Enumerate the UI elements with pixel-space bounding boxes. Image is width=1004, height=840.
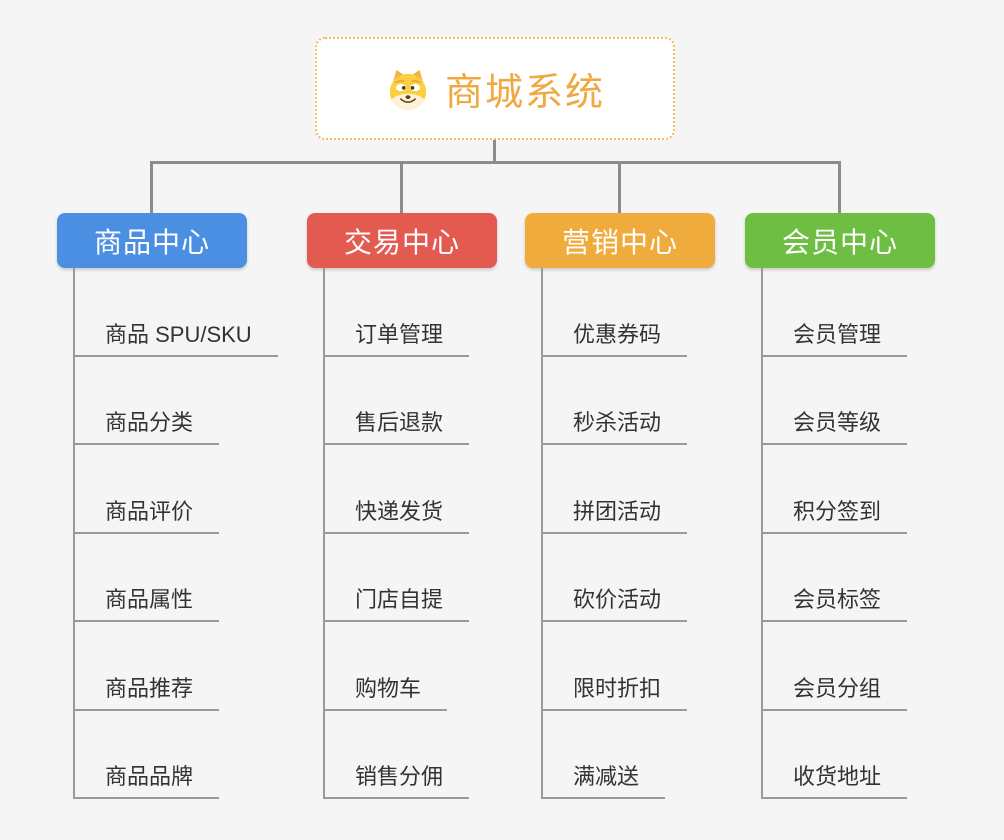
branch-item[interactable]: 会员分组 (761, 622, 908, 711)
branch-item-label: 商品 SPU/SKU (105, 321, 252, 347)
branch-item-label: 商品评价 (105, 498, 194, 524)
branch-member-center: 会员中心 会员管理会员等级积分签到会员标签会员分组收货地址 (745, 213, 935, 799)
branch-item[interactable]: 优惠券码 (541, 268, 688, 357)
branch-item[interactable]: 快递发货 (323, 445, 470, 534)
branch-item-label: 售后退款 (355, 410, 444, 435)
branch-item[interactable]: 商品属性 (73, 533, 220, 622)
branch-item[interactable]: 商品推荐 (73, 622, 220, 711)
branch-product-center: 商品中心 商品 SPU/SKU 商品分类商品评价商品属性商品推荐商品品牌 (57, 213, 278, 799)
branch-stub-line (838, 161, 841, 213)
branch-item-label: 会员分组 (793, 675, 882, 701)
root-title: 商城系统 (444, 72, 605, 114)
branch-item[interactable]: 满减送 (541, 710, 666, 799)
branch-item[interactable]: 门店自提 (323, 533, 470, 622)
branch-item-label: 砍价活动 (573, 587, 662, 612)
branch-item-label: 商品属性 (105, 587, 194, 612)
branch-label: 会员中心 (781, 226, 898, 258)
branch-node[interactable]: 商品中心 (57, 213, 247, 268)
doge-icon (385, 67, 431, 111)
branch-item[interactable]: 会员标签 (761, 533, 908, 622)
branch-item-label: 积分签到 (793, 498, 882, 524)
branch-item-label: 快递发货 (355, 498, 444, 524)
branch-marketing-center: 营销中心 优惠券码秒杀活动拼团活动砍价活动限时折扣满减送 (525, 213, 715, 799)
branch-item[interactable]: 商品分类 (73, 356, 220, 445)
branch-label: 营销中心 (561, 226, 678, 258)
branch-label: 商品中心 (93, 226, 210, 258)
branch-item[interactable]: 会员管理 (761, 268, 908, 357)
branch-item[interactable]: 商品品牌 (73, 710, 220, 799)
branch-item-label: 秒杀活动 (573, 410, 662, 435)
branch-trade-center: 交易中心 订单管理售后退款快递发货门店自提购物车销售分佣 (307, 213, 497, 799)
branch-stub-line (150, 161, 153, 213)
branch-item-label: 满减送 (573, 764, 640, 789)
branch-item-label: 门店自提 (355, 587, 444, 612)
branch-item-label: 商品分类 (105, 410, 194, 435)
branch-item[interactable]: 售后退款 (323, 356, 470, 445)
branch-item-label: 商品品牌 (105, 764, 194, 789)
branch-item-label: 商品推荐 (105, 675, 194, 701)
branch-item-label: 拼团活动 (573, 498, 662, 524)
branch-item[interactable]: 收货地址 (761, 710, 908, 799)
branch-item[interactable]: 购物车 (323, 622, 448, 711)
branch-item-list: 商品 SPU/SKU 商品分类商品评价商品属性商品推荐商品品牌 (73, 268, 278, 799)
branch-item-label: 收货地址 (793, 764, 882, 789)
branch-item-label: 销售分佣 (355, 764, 444, 789)
branch-item-label: 优惠券码 (573, 321, 662, 347)
branch-node[interactable]: 会员中心 (745, 213, 935, 268)
branch-item[interactable]: 限时折扣 (541, 622, 688, 711)
branch-node[interactable]: 营销中心 (525, 213, 715, 268)
branch-item-list: 优惠券码秒杀活动拼团活动砍价活动限时折扣满减送 (541, 268, 688, 799)
branch-node[interactable]: 交易中心 (307, 213, 497, 268)
branch-item[interactable]: 秒杀活动 (541, 356, 688, 445)
branch-item-label: 限时折扣 (573, 675, 662, 701)
branch-item-list: 会员管理会员等级积分签到会员标签会员分组收货地址 (761, 268, 908, 799)
branch-connector-line (150, 161, 841, 164)
branch-item-label: 会员管理 (793, 321, 882, 347)
branch-item-list: 订单管理售后退款快递发货门店自提购物车销售分佣 (323, 268, 470, 799)
branch-item[interactable]: 商品评价 (73, 445, 220, 534)
root-node[interactable]: 商城系统 (315, 37, 675, 140)
branch-item-label: 会员等级 (793, 410, 882, 435)
branch-item[interactable]: 积分签到 (761, 445, 908, 534)
branch-item[interactable]: 拼团活动 (541, 445, 688, 534)
branch-item[interactable]: 商品 SPU/SKU (73, 268, 278, 357)
branch-item-label: 会员标签 (793, 587, 882, 612)
branch-item-label: 订单管理 (355, 321, 444, 347)
branch-item[interactable]: 订单管理 (323, 268, 470, 357)
branch-item[interactable]: 砍价活动 (541, 533, 688, 622)
root-connector-line (493, 140, 496, 163)
branch-item-label: 购物车 (355, 675, 422, 701)
branch-stub-line (618, 161, 621, 213)
branch-label: 交易中心 (343, 226, 460, 258)
branch-item[interactable]: 会员等级 (761, 356, 908, 445)
branch-item[interactable]: 销售分佣 (323, 710, 470, 799)
branch-stub-line (400, 161, 403, 213)
